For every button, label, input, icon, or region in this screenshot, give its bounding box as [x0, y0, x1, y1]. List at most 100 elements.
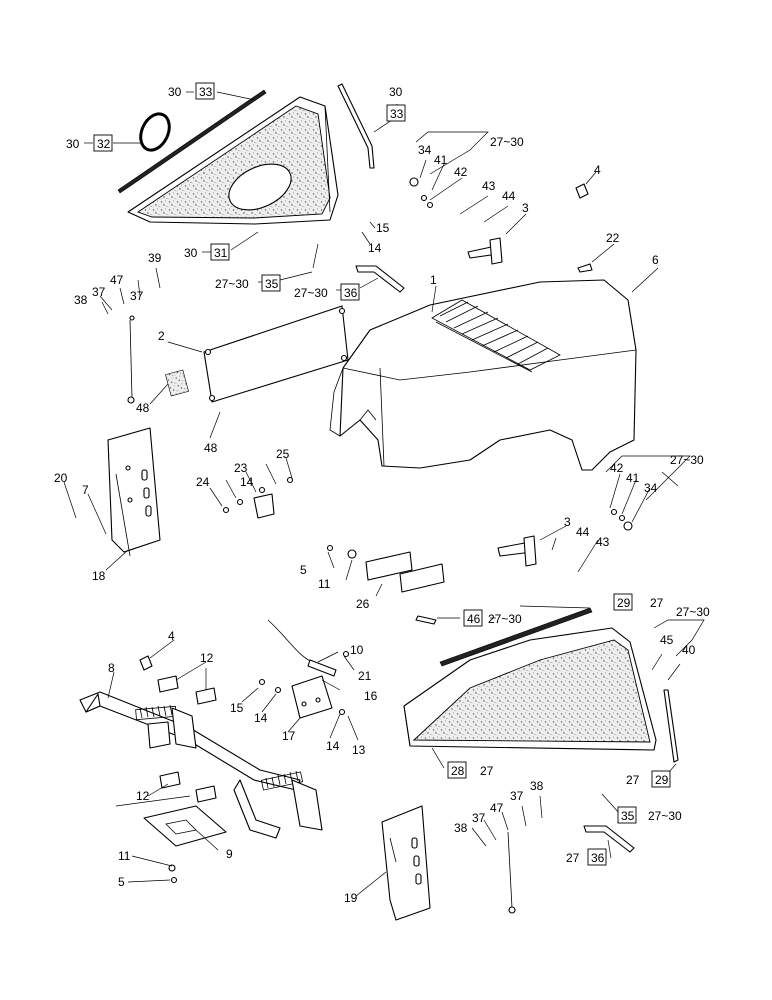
plate-9 — [143, 805, 227, 847]
part-label: 38 — [530, 779, 544, 793]
part-label: 43 — [482, 179, 496, 193]
group-label: 27~30 — [670, 453, 704, 467]
knob-4-lower — [139, 655, 153, 671]
part-label: 42 — [610, 461, 624, 475]
callout-boxed-number: 35 — [265, 277, 279, 291]
callout-box — [463, 609, 483, 627]
callout-box — [651, 770, 671, 788]
hood-assembly — [329, 279, 637, 471]
part-label: 6 — [652, 253, 659, 267]
bracket-18 — [107, 427, 161, 557]
part-label: 25 — [276, 447, 290, 461]
part-label: 18 — [92, 569, 106, 583]
callout-box — [386, 104, 406, 122]
lever-3-upper — [409, 177, 503, 265]
part-label: 14 — [240, 475, 254, 489]
callout-text: 30 — [66, 137, 80, 151]
part-label: 15 — [376, 221, 390, 235]
part-label: 48 — [204, 441, 218, 455]
part-label: 34 — [418, 143, 432, 157]
pedal-assembly — [79, 691, 323, 839]
callout-box — [340, 283, 360, 301]
part-label: 37 — [130, 289, 144, 303]
callout-boxed-number: 35 — [621, 809, 635, 823]
part-label: 10 — [350, 643, 364, 657]
callout-text: 27 — [480, 764, 494, 778]
part-label: 41 — [434, 153, 448, 167]
part-label: 1 — [430, 273, 437, 287]
hood-clip-22 — [577, 263, 593, 273]
part-label: 3 — [564, 515, 571, 529]
part-label: 16 — [364, 689, 378, 703]
seal-ring-32 — [139, 112, 171, 152]
part-label: 11 — [118, 849, 131, 863]
bolt-5-lower — [168, 864, 178, 884]
part-label: 23 — [234, 461, 248, 475]
part-label: 37 — [92, 285, 106, 299]
part-label: 45 — [660, 633, 674, 647]
group-label: 27~30 — [676, 605, 710, 619]
clips-12-lower — [159, 771, 217, 803]
clips-12-upper — [157, 675, 217, 705]
callout-text: 30 — [389, 85, 403, 99]
control-rod-upper — [127, 315, 135, 404]
callout-box — [587, 848, 607, 866]
part-label: 42 — [454, 165, 468, 179]
part-label: 8 — [108, 661, 115, 675]
callout-box — [447, 761, 467, 779]
callout-text: 27~30 — [648, 809, 682, 823]
part-label: 37 — [510, 789, 524, 803]
callout-boxed-number: 33 — [390, 107, 404, 121]
group-label: 27~30 — [490, 135, 524, 149]
callout-boxed-number: 31 — [214, 246, 228, 260]
part-label: 47 — [110, 273, 124, 287]
part-label: 7 — [82, 483, 89, 497]
callout-boxed-number: 29 — [617, 596, 631, 610]
plate-26 — [326, 544, 445, 593]
callout-box — [93, 134, 113, 152]
part-label: 4 — [594, 163, 601, 177]
hood-vent-grille — [431, 299, 561, 373]
callout-box — [613, 593, 633, 611]
knob-4-upper — [575, 183, 589, 199]
spring-left — [135, 704, 177, 721]
lever-3-lower — [497, 508, 633, 567]
seal-strip-33 — [117, 89, 267, 194]
part-label: 47 — [490, 801, 504, 815]
seal-strip-29b — [663, 689, 679, 763]
callout-box — [261, 274, 281, 292]
part-label: 37 — [472, 811, 486, 825]
callout-boxed-number: 29 — [655, 773, 669, 787]
part-label: 26 — [356, 597, 370, 611]
bracket-19 — [381, 805, 431, 921]
part-label: 4 — [168, 629, 175, 643]
part-label: 13 — [352, 743, 366, 757]
callout-box — [195, 82, 215, 100]
part-label: 14 — [254, 711, 268, 725]
clip-36-upper — [355, 265, 405, 293]
callout-text: 27~30 — [215, 277, 249, 291]
part-label: 19 — [344, 891, 358, 905]
part-label: 44 — [502, 189, 516, 203]
callout-box — [617, 806, 637, 824]
part-label: 39 — [148, 251, 162, 265]
part-label: 20 — [54, 471, 68, 485]
lower-right-insulation-panel — [403, 627, 657, 751]
callout-text: 27 — [566, 851, 580, 865]
part-label: 34 — [644, 481, 658, 495]
part-label: 3 — [522, 201, 529, 215]
bracket-hardware-24 — [222, 476, 294, 519]
part-label: 21 — [358, 669, 372, 683]
part-label: 14 — [368, 241, 382, 255]
part-label: 15 — [230, 701, 244, 715]
part-label: 22 — [606, 231, 620, 245]
callout-boxed-number: 36 — [344, 286, 358, 300]
upper-left-insulation-panel — [127, 96, 339, 225]
part-label: 12 — [200, 651, 214, 665]
callout-boxed-number: 46 — [467, 612, 481, 626]
part-label: 5 — [118, 875, 125, 889]
clip-36-lower — [583, 825, 635, 853]
callout-text: 27 — [650, 596, 664, 610]
part-label: 11 — [318, 577, 331, 591]
